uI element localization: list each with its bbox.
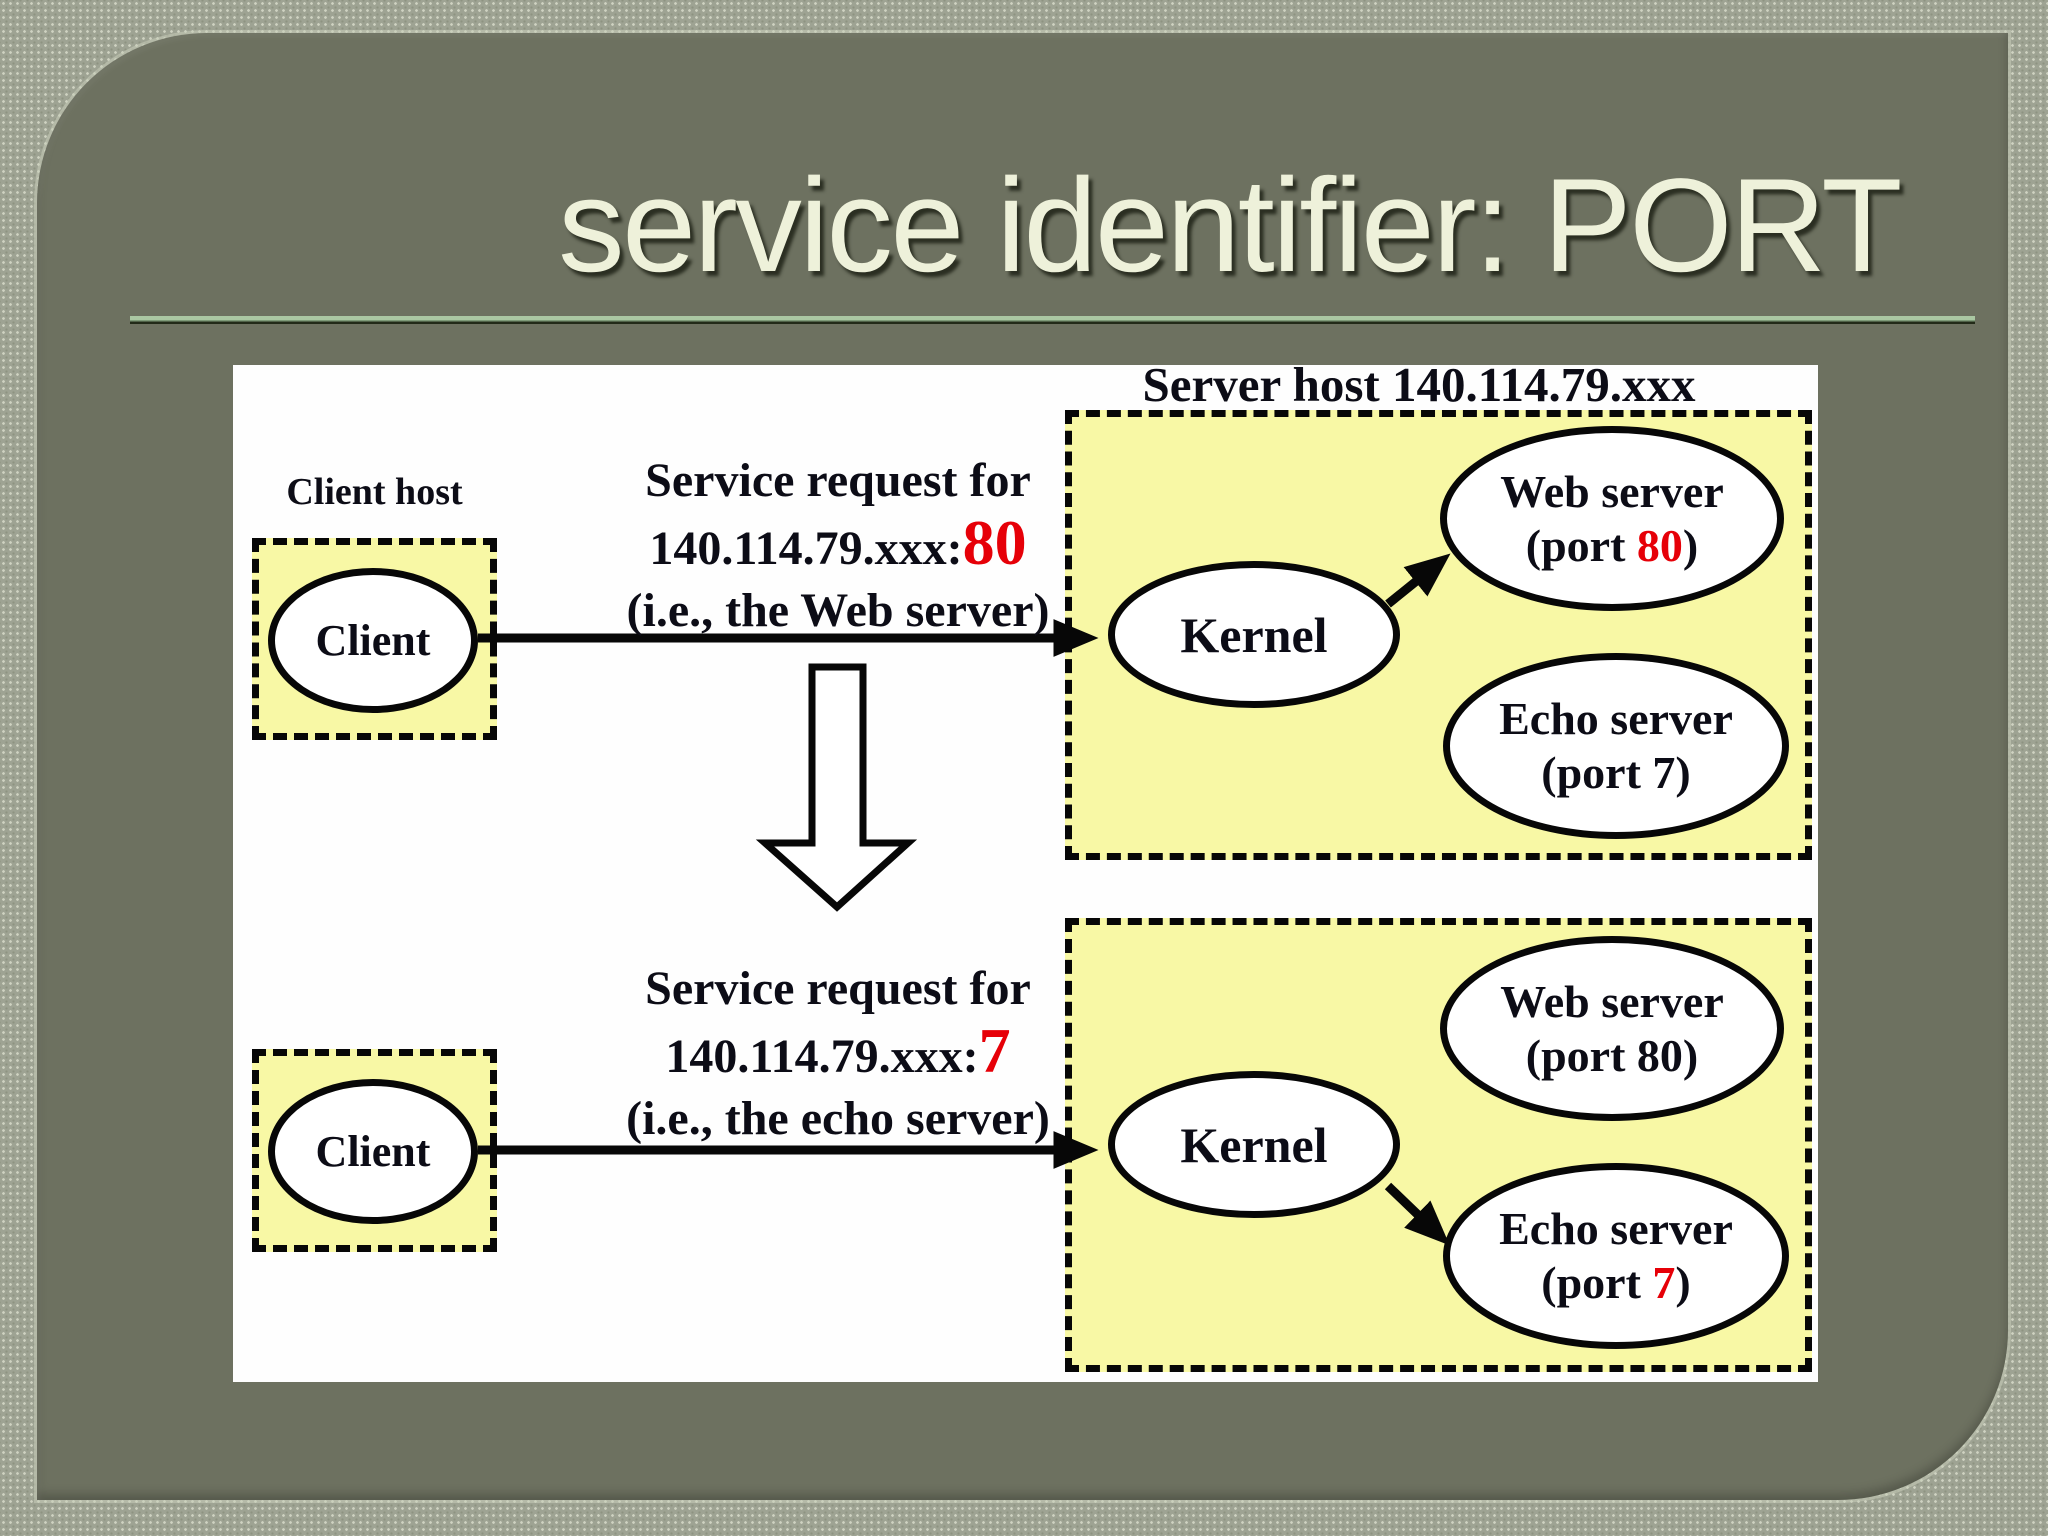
port-suffix: ) (1682, 519, 1699, 571)
port-number: 80 (1636, 1029, 1683, 1081)
port-suffix: ) (1682, 1029, 1699, 1081)
web-server-title: Web server (1500, 975, 1724, 1027)
port-suffix: ) (1675, 747, 1691, 798)
port-suffix: ) (1675, 1257, 1691, 1308)
client-node-top: Client (268, 568, 478, 713)
echo-server-title: Echo server (1499, 1203, 1733, 1254)
request-line3: (i.e., the echo server) (626, 1092, 1050, 1145)
web-server-port-line: (port 80) (1526, 519, 1698, 573)
echo-server-port-line: (port 7) (1541, 1256, 1690, 1310)
client-host-label: Client host (286, 471, 463, 513)
echo-server-title: Echo server (1499, 693, 1733, 744)
port-number-highlight: 7 (1652, 1257, 1676, 1308)
server-host-label: Server host 140.114.79.xxx (1142, 357, 1696, 412)
kernel-node-label: Kernel (1180, 606, 1328, 663)
request-address: 140.114.79.xxx: (649, 522, 963, 575)
port-prefix: (port (1541, 1257, 1653, 1308)
client-node-label: Client (315, 1126, 431, 1176)
client-node-label: Client (315, 615, 431, 665)
request-text-bottom: Service request for 140.114.79.xxx:7 (i.… (600, 958, 1076, 1150)
port-number: 7 (1652, 747, 1676, 798)
kernel-node-top: Kernel (1108, 561, 1400, 708)
kernel-node-label: Kernel (1180, 1116, 1328, 1173)
port-prefix: (port (1525, 519, 1637, 571)
web-server-node-bottom: Web server (port 80) (1440, 936, 1784, 1121)
web-server-title: Web server (1500, 465, 1724, 517)
port-prefix: (port (1541, 747, 1653, 798)
echo-server-port-line: (port 7) (1541, 746, 1690, 800)
title-separator-line (130, 316, 1975, 324)
request-port-highlight: 80 (962, 507, 1027, 578)
request-line1: Service request for (645, 962, 1031, 1015)
echo-server-node-top: Echo server (port 7) (1443, 653, 1789, 839)
request-line2: 140.114.79.xxx:80 (600, 511, 1076, 580)
port-number-highlight: 80 (1636, 519, 1683, 571)
web-server-node-top: Web server (port 80) (1440, 426, 1784, 611)
client-node-bottom: Client (268, 1079, 478, 1224)
kernel-node-bottom: Kernel (1108, 1071, 1400, 1218)
request-line1: Service request for (645, 454, 1031, 507)
port-prefix: (port (1525, 1029, 1637, 1081)
request-port-highlight: 7 (978, 1015, 1011, 1086)
request-line3: (i.e., the Web server) (626, 584, 1050, 637)
web-server-port-line: (port 80) (1526, 1029, 1698, 1083)
page-title: service identifier: PORT (558, 152, 1902, 300)
request-text-top: Service request for 140.114.79.xxx:80 (i… (600, 450, 1076, 642)
echo-server-node-bottom: Echo server (port 7) (1443, 1163, 1789, 1349)
request-line2: 140.114.79.xxx:7 (600, 1019, 1076, 1088)
request-address: 140.114.79.xxx: (665, 1030, 979, 1083)
